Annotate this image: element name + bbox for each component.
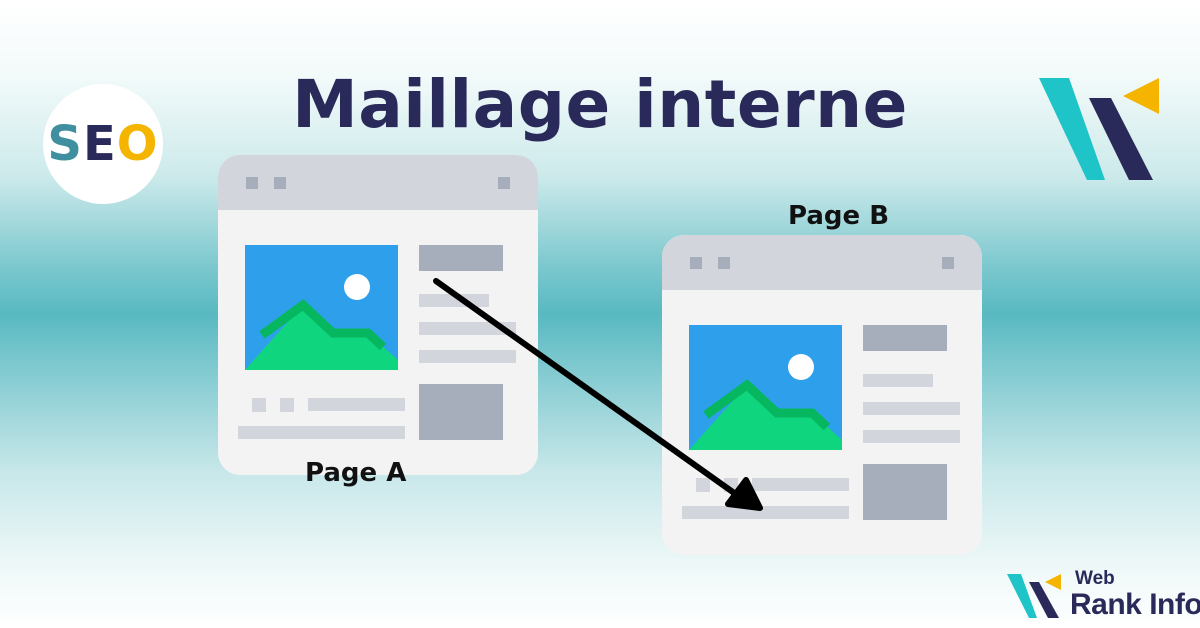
brand-rank-info-text: Rank Info xyxy=(1070,588,1200,621)
webrankinfo-logo-icon xyxy=(1039,78,1159,180)
seo-letter-e: E xyxy=(82,116,117,172)
page-a-browser xyxy=(218,155,538,479)
seo-badge-icon: S E O xyxy=(43,84,163,204)
seo-letter-o: O xyxy=(116,116,159,172)
image-placeholder-icon xyxy=(245,245,398,370)
seo-letter-s: S xyxy=(47,116,83,172)
page-title: Maillage interne xyxy=(292,66,908,143)
page-b-browser xyxy=(662,235,982,559)
webrankinfo-small-logo-icon xyxy=(1007,574,1061,618)
brand-web-text: Web xyxy=(1075,568,1115,589)
page-a-label: Page A xyxy=(305,458,407,488)
page-b-label: Page B xyxy=(788,201,890,231)
image-placeholder-icon xyxy=(689,325,842,450)
webrankinfo-brand: Web Rank Info xyxy=(1005,568,1200,624)
